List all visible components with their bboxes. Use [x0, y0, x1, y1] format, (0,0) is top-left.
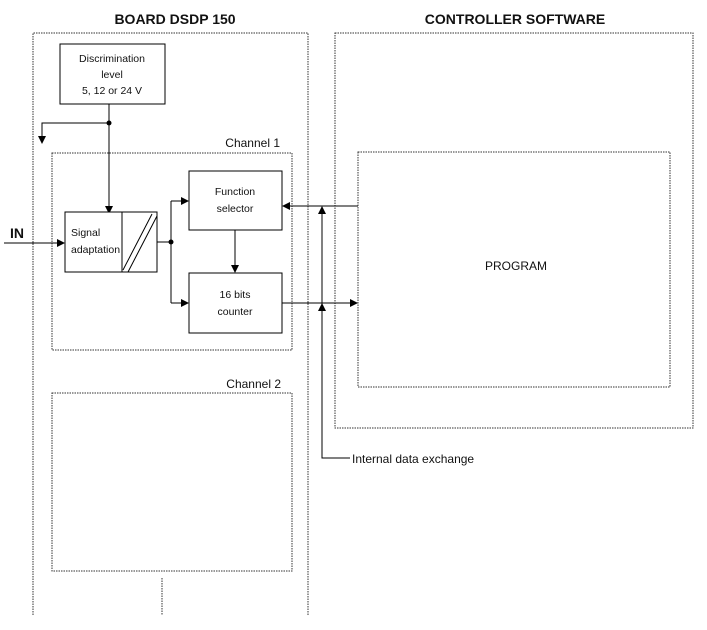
channel2-box	[51, 392, 293, 572]
controller-boundary	[334, 32, 694, 429]
program-box	[357, 151, 671, 388]
board-title: BOARD DSDP 150	[114, 11, 235, 27]
controller-title: CONTROLLER SOFTWARE	[425, 11, 605, 27]
function-selector-line2: selector	[217, 203, 254, 215]
board-boundary	[32, 32, 309, 615]
arrow-up-icon	[318, 206, 326, 214]
arrow-right-icon	[57, 239, 65, 247]
arrow-right-icon	[181, 299, 189, 307]
branch-to-channel2	[41, 122, 109, 136]
discrimination-line3: 5, 12 or 24 V	[82, 85, 142, 97]
converter-slash-icon	[122, 213, 158, 273]
internal-exchange-line	[321, 214, 350, 459]
program-label: PROGRAM	[485, 259, 547, 273]
channel1-box	[51, 152, 293, 351]
arrow-down-icon	[105, 206, 113, 214]
input-label: IN	[10, 225, 24, 241]
arrow-down-icon	[38, 136, 46, 144]
channel2-label: Channel 2	[226, 377, 281, 391]
discrimination-line1: Discrimination	[79, 53, 145, 65]
counter-line2: counter	[217, 306, 253, 318]
arrow-down-icon	[231, 265, 239, 273]
arrow-up-icon	[318, 303, 326, 311]
discrimination-line2: level	[101, 69, 123, 81]
arrow-left-icon	[282, 202, 290, 210]
discrimination-level-box	[59, 43, 166, 105]
function-selector-line1: Function	[215, 186, 255, 198]
signal-adaptation-line2: adaptation	[71, 244, 120, 256]
arrow-right-icon	[181, 197, 189, 205]
arrow-right-icon	[350, 299, 358, 307]
signal-adaptation-line1: Signal	[71, 227, 100, 239]
counter-box	[188, 272, 283, 334]
function-selector-box	[188, 170, 283, 231]
split-lines	[170, 200, 182, 304]
internal-exchange-label: Internal data exchange	[352, 452, 474, 466]
counter-line1: 16 bits	[220, 289, 251, 301]
channel1-label: Channel 1	[225, 136, 280, 150]
signal-adaptation-box	[64, 211, 158, 273]
